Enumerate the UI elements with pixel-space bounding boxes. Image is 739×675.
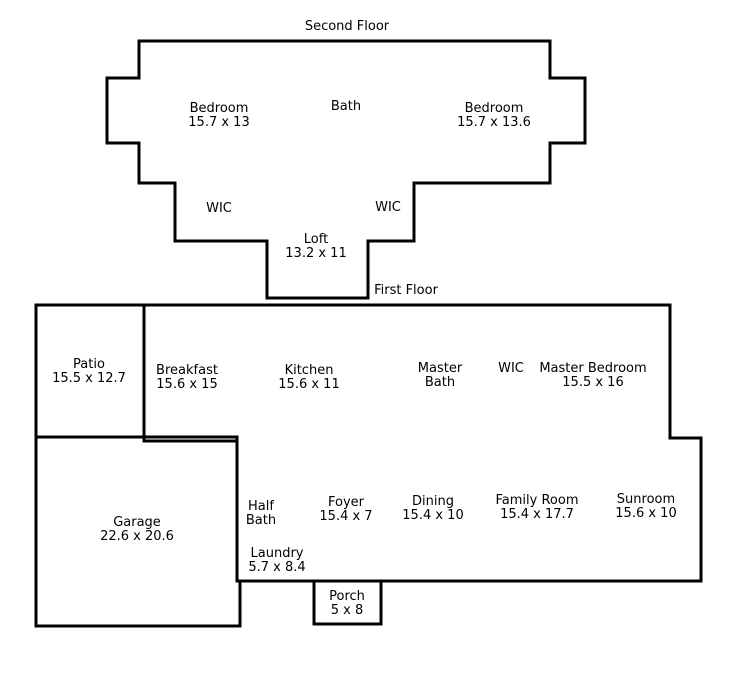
room-name: Half	[248, 499, 274, 514]
room-size: 5.7 x 8.4	[248, 560, 306, 575]
room-bath-upper: Bath	[331, 100, 361, 114]
room-size: 15.4 x 10	[402, 508, 464, 523]
room-bedroom-left: Bedroom 15.7 x 13	[188, 102, 249, 130]
room-bedroom-right: Bedroom 15.7 x 13.6	[457, 102, 531, 130]
first-floor-main-outline	[142, 303, 703, 583]
room-size: 15.5 x 12.7	[52, 371, 126, 386]
room-name-line2: Bath	[245, 513, 277, 528]
room-loft: Loft 13.2 x 11	[285, 233, 346, 261]
room-name: Loft	[303, 232, 329, 247]
room-name: Bedroom	[464, 101, 524, 116]
second-floor-title: Second Floor	[304, 19, 390, 34]
room-size: 15.5 x 16	[562, 375, 624, 390]
room-dining: Dining 15.4 x 10	[402, 495, 463, 523]
room-name: Master	[417, 361, 463, 376]
room-name: Kitchen	[284, 363, 334, 378]
room-size: 15.6 x 10	[615, 506, 677, 521]
room-size: 15.7 x 13	[188, 115, 250, 130]
room-wic-left: WIC	[206, 202, 232, 216]
second-floor-outline	[105, 39, 587, 300]
room-name: Master Bedroom	[539, 361, 647, 376]
room-name: Family Room	[495, 493, 579, 508]
room-wic-first: WIC	[498, 362, 524, 376]
room-half-bath: Half Bath	[246, 500, 276, 528]
room-kitchen: Kitchen 15.6 x 11	[278, 364, 339, 392]
first-floor-title: First Floor	[374, 283, 438, 298]
room-garage: Garage 22.6 x 20.6	[100, 516, 174, 544]
room-name: Dining	[412, 494, 454, 509]
room-wic-right: WIC	[375, 201, 401, 215]
room-name: Patio	[73, 357, 105, 372]
room-family-room: Family Room 15.4 x 17.7	[496, 494, 579, 522]
room-name: WIC	[206, 201, 232, 216]
garage-outline	[34, 435, 242, 628]
room-name: Sunroom	[616, 492, 676, 507]
room-name: WIC	[375, 200, 401, 215]
room-name: Laundry	[250, 546, 304, 561]
room-master-bedroom: Master Bedroom 15.5 x 16	[539, 362, 646, 390]
room-porch: Porch 5 x 8	[329, 590, 365, 618]
room-patio: Patio 15.5 x 12.7	[52, 358, 126, 386]
room-name: Breakfast	[156, 363, 218, 378]
room-size: 15.4 x 17.7	[500, 507, 574, 522]
room-sunroom: Sunroom 15.6 x 10	[615, 493, 676, 521]
room-size: 15.6 x 15	[156, 377, 218, 392]
room-laundry: Laundry 5.7 x 8.4	[248, 547, 305, 575]
room-size: 13.2 x 11	[285, 246, 347, 261]
porch-outline	[312, 579, 383, 626]
room-foyer: Foyer 15.4 x 7	[319, 496, 372, 524]
room-name: WIC	[498, 361, 524, 376]
room-name: Bedroom	[189, 101, 249, 116]
room-size: 15.6 x 11	[278, 377, 340, 392]
room-breakfast: Breakfast 15.6 x 15	[156, 364, 218, 392]
room-master-bath: Master Bath	[418, 362, 462, 390]
room-size: 15.4 x 7	[319, 509, 373, 524]
room-size: 22.6 x 20.6	[100, 529, 174, 544]
room-name: Bath	[330, 99, 362, 114]
room-size: 5 x 8	[330, 603, 364, 618]
room-name-line2: Bath	[424, 375, 456, 390]
room-name: Porch	[329, 589, 365, 604]
room-name: Foyer	[327, 495, 364, 510]
room-size: 15.7 x 13.6	[457, 115, 531, 130]
room-name: Garage	[113, 515, 161, 530]
